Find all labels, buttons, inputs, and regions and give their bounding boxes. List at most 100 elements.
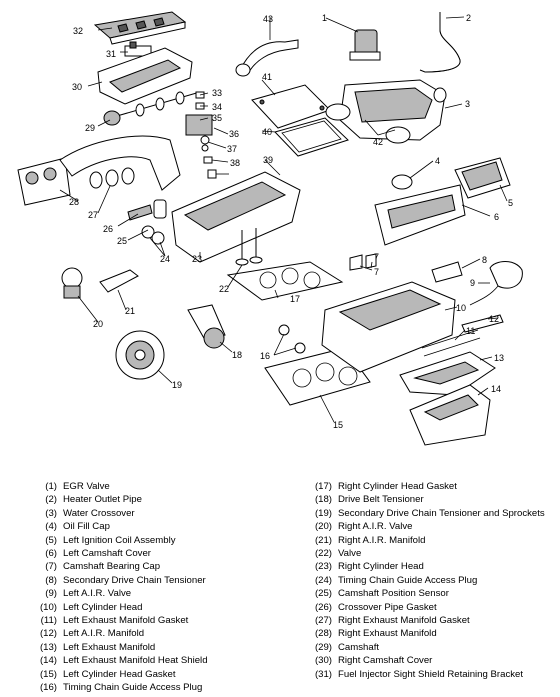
callout-24-b: 24 xyxy=(160,254,170,264)
callout-8: 8 xyxy=(482,255,487,265)
callout-12: 12 xyxy=(489,314,499,324)
left-exhaust-manifold-heat-shield xyxy=(409,384,491,446)
right-cylinder-head-gasket xyxy=(226,261,344,301)
right-camshaft-cover xyxy=(97,47,193,105)
legend-item: (5)Left Ignition Coil Assembly xyxy=(45,534,176,546)
timing-chain-guide-plugs-left xyxy=(278,324,306,354)
right-exhaust-manifold xyxy=(17,135,181,206)
legend-item: (18)Drive Belt Tensioner xyxy=(314,494,424,506)
camshaft-position-sensor xyxy=(153,199,167,219)
callout-28: 28 xyxy=(69,197,79,207)
callout-20: 20 xyxy=(93,319,103,329)
legend-item: (27)Right Exhaust Manifold Gasket xyxy=(314,615,470,627)
legend-item: (23)Right Cylinder Head xyxy=(314,561,424,573)
callout-39: 39 xyxy=(263,155,273,165)
legend-item: (19)Secondary Drive Chain Tensioner and … xyxy=(314,507,545,519)
callout-25: 25 xyxy=(117,236,127,246)
leader-lines xyxy=(59,16,508,423)
legend-item: (28)Right Exhaust Manifold xyxy=(314,628,437,640)
callout-17: 17 xyxy=(290,294,300,304)
right-cylinder-head xyxy=(171,171,301,263)
legend-item: (7)Camshaft Bearing Cap xyxy=(45,561,161,573)
callout-15: 15 xyxy=(333,420,343,430)
valves xyxy=(235,228,263,266)
right-air-valve xyxy=(61,267,83,299)
left-cylinder-head xyxy=(321,281,456,373)
heater-outlet-pipe xyxy=(419,12,461,73)
water-crossover xyxy=(339,79,447,141)
legend-item: (11)Left Exhaust Manifold Gasket xyxy=(40,615,189,627)
legend-item: (15)Left Cylinder Head Gasket xyxy=(39,668,176,680)
callout-30: 30 xyxy=(72,82,82,92)
callout-34: 34 xyxy=(212,102,222,112)
left-air-valve xyxy=(469,261,523,306)
callout-2: 2 xyxy=(466,13,471,23)
legend-item: (10)Left Cylinder Head xyxy=(39,601,143,613)
left-cylinder-head-gasket xyxy=(264,347,371,406)
legend-item: (16)Timing Chain Guide Access Plug xyxy=(39,682,203,694)
callout-26: 26 xyxy=(103,224,113,234)
exploded-engine-diagram: 32 31 30 29 33 34 35 36 37 38 43 41 40 3… xyxy=(17,11,523,446)
right-air-manifold xyxy=(99,269,139,293)
legend-item: (30)Right Camshaft Cover xyxy=(314,655,433,667)
legend-item: (31)Fuel Injector Sight Shield Retaining… xyxy=(314,668,524,680)
fuel-injector-sight-shield xyxy=(93,11,187,45)
secondary-drive-chain-tensioner xyxy=(431,261,463,283)
callout-7-a: 7 xyxy=(374,252,379,262)
callout-13: 13 xyxy=(494,353,504,363)
camshaft-bearing-caps xyxy=(349,253,377,271)
callout-32: 32 xyxy=(73,26,83,36)
callout-42: 42 xyxy=(373,137,383,147)
legend-item: (29)Camshaft xyxy=(314,641,380,653)
callout-19: 19 xyxy=(172,380,182,390)
callout-35: 35 xyxy=(212,113,222,123)
callout-4: 4 xyxy=(435,156,440,166)
callout-31: 31 xyxy=(106,49,116,59)
legend-item: (12)Left A.I.R. Manifold xyxy=(39,628,145,640)
callout-41: 41 xyxy=(262,72,272,82)
callout-33: 33 xyxy=(212,88,222,98)
legend-item: (26)Crossover Pipe Gasket xyxy=(314,601,437,613)
left-air-manifold xyxy=(461,314,504,333)
callout-23: 23 xyxy=(192,254,202,264)
callout-3: 3 xyxy=(465,99,470,109)
secondary-drive-chain-tensioner-sprockets xyxy=(115,330,165,380)
callout-9: 9 xyxy=(470,278,475,288)
egr-valve xyxy=(349,29,381,61)
timing-chain-guide-plugs-right xyxy=(141,225,165,245)
callout-37: 37 xyxy=(227,144,237,154)
drive-belt-tensioner xyxy=(187,304,226,349)
legend-item: (3)Water Crossover xyxy=(45,507,135,519)
callout-5: 5 xyxy=(508,198,513,208)
legend-item: (8)Secondary Drive Chain Tensioner xyxy=(45,574,206,586)
legend-item: (20)Right A.I.R. Valve xyxy=(314,521,413,533)
legend-left-column: (1)EGR Valve (2)Heater Outlet Pipe (3)Wa… xyxy=(30,480,290,695)
legend-item: (1)EGR Valve xyxy=(45,481,110,492)
legend-item: (6)Left Camshaft Cover xyxy=(45,548,151,560)
callout-36: 36 xyxy=(229,129,239,139)
callout-16-b: 16 xyxy=(260,351,270,361)
left-camshaft-cover xyxy=(374,184,466,246)
callout-11: 11 xyxy=(466,326,475,336)
legend-item: (21)Right A.I.R. Manifold xyxy=(314,534,426,546)
callout-18: 18 xyxy=(232,350,242,360)
callout-27: 27 xyxy=(88,210,98,220)
callout-22: 22 xyxy=(219,284,229,294)
legend-item: (2)Heater Outlet Pipe xyxy=(45,494,142,506)
callout-43: 43 xyxy=(263,14,273,24)
callout-21: 21 xyxy=(125,306,135,316)
callout-10: 10 xyxy=(456,303,466,313)
callout-40: 40 xyxy=(262,127,272,137)
callout-7-b: 7 xyxy=(374,267,379,277)
legend-item: (25)Camshaft Position Sensor xyxy=(314,588,449,600)
callout-labels: 32 31 30 29 33 34 35 36 37 38 43 41 40 3… xyxy=(69,13,513,430)
legend-right-column: (17)Right Cylinder Head Gasket (18)Drive… xyxy=(305,480,555,681)
legend-item: (17)Right Cylinder Head Gasket xyxy=(314,481,457,492)
legend-item: (24)Timing Chain Guide Access Plug xyxy=(314,574,478,586)
legend-item: (13)Left Exhaust Manifold xyxy=(39,641,156,653)
callout-6: 6 xyxy=(494,212,499,222)
legend-item: (14)Left Exhaust Manifold Heat Shield xyxy=(39,655,208,667)
left-exhaust-manifold-gasket xyxy=(421,329,481,357)
gasket-40 xyxy=(274,117,349,157)
legend-item: (22)Valve xyxy=(314,548,362,560)
